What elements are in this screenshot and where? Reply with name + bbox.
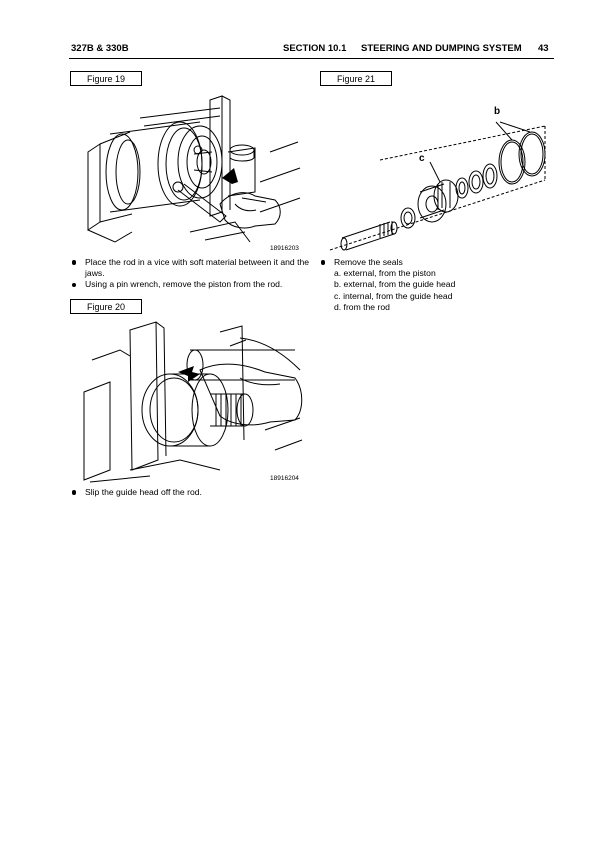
- seal-item: a. external, from the piston: [334, 268, 436, 279]
- header-title: STEERING AND DUMPING SYSTEM: [361, 43, 522, 54]
- step-item: Slip the guide head off the rod.: [71, 487, 311, 498]
- figure-20-number: 18916204: [270, 475, 299, 482]
- figure-20-illustration: [83, 321, 303, 483]
- seal-item: d. from the rod: [334, 301, 390, 312]
- steps-list-2: Slip the guide head off the rod.: [71, 487, 311, 498]
- step-item: Place the rod in a vice with soft materi…: [71, 257, 311, 279]
- seals-intro: Remove the seals: [320, 257, 550, 268]
- figure-21-callout-b: b: [494, 106, 501, 117]
- header-rule: [69, 58, 554, 59]
- seal-item: c. internal, from the guide head: [334, 290, 453, 301]
- header-page-number: 43: [538, 43, 549, 54]
- seal-item: b. external, from the guide head: [334, 279, 456, 290]
- steps-list-1: Place the rod in a vice with soft materi…: [71, 257, 311, 291]
- figure-21-label: Figure 21: [320, 71, 392, 86]
- figure-19-number: 18916203: [270, 245, 299, 252]
- header-section: SECTION 10.1: [283, 43, 347, 54]
- figure-21-exploded-view: [329, 121, 546, 251]
- figure-19-label: Figure 19: [70, 71, 142, 86]
- step-item: Using a pin wrench, remove the piston fr…: [71, 279, 311, 290]
- figure-20-label: Figure 20: [70, 299, 142, 314]
- header-model: 327B & 330B: [71, 43, 129, 54]
- figure-21-callout-c: c: [419, 153, 425, 164]
- figure-19-illustration: [87, 95, 301, 243]
- seals-list: Remove the seals a. external, from the p…: [320, 257, 550, 313]
